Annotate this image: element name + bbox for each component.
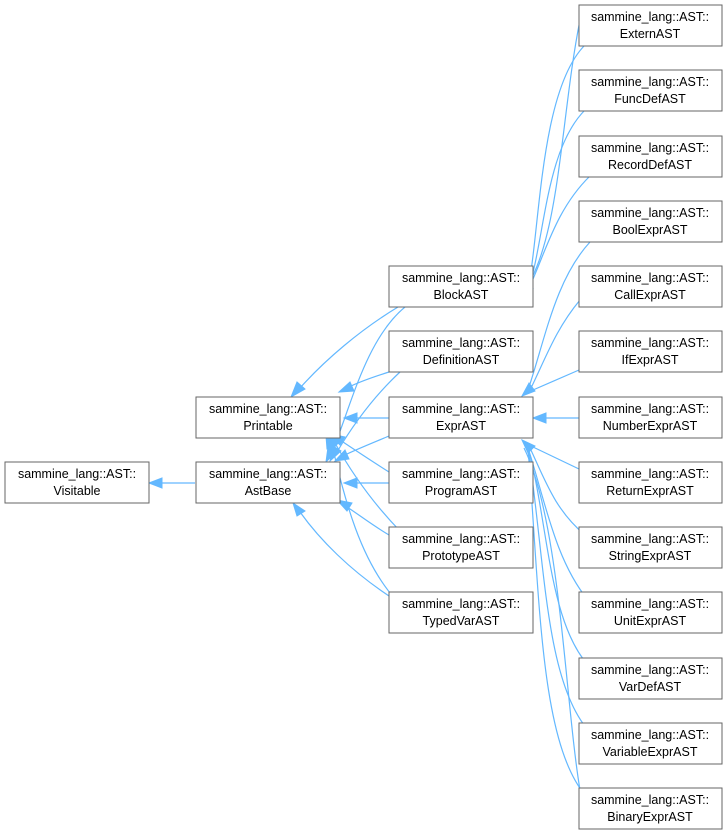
node-class-label: TypedVarAST xyxy=(423,614,500,628)
edge-fan-lower xyxy=(523,447,581,791)
node-namespace-label: sammine_lang::AST:: xyxy=(591,75,709,89)
edge-variableexprast-exprast xyxy=(527,447,589,731)
node-definitionast[interactable]: sammine_lang::AST:: DefinitionAST xyxy=(388,330,534,373)
node-class-label: VariableExprAST xyxy=(603,745,698,759)
edge-exprast-astbase xyxy=(344,435,390,456)
edge-ifexprast-exprast xyxy=(532,369,580,391)
node-class-label: CallExprAST xyxy=(614,288,686,302)
node-callexprast[interactable]: sammine_lang::AST:: CallExprAST xyxy=(578,265,723,308)
node-class-label: BoolExprAST xyxy=(612,223,687,237)
edge-binaryexprast-exprast xyxy=(527,447,586,796)
node-exprast[interactable]: sammine_lang::AST:: ExprAST xyxy=(388,396,534,439)
node-namespace-label: sammine_lang::AST:: xyxy=(591,141,709,155)
node-class-label: DefinitionAST xyxy=(423,353,500,367)
node-class-label: UnitExprAST xyxy=(614,614,687,628)
arrowhead xyxy=(520,438,536,454)
node-namespace-label: sammine_lang::AST:: xyxy=(402,402,520,416)
node-class-label: RecordDefAST xyxy=(608,158,692,172)
node-namespace-label: sammine_lang::AST:: xyxy=(591,728,709,742)
edge-typedvarast-printable xyxy=(331,444,397,601)
node-prototypeast[interactable]: sammine_lang::AST:: PrototypeAST xyxy=(388,526,534,569)
arrowhead xyxy=(520,382,536,397)
node-variableexprast[interactable]: sammine_lang::AST:: VariableExprAST xyxy=(578,722,723,765)
node-namespace-label: sammine_lang::AST:: xyxy=(591,336,709,350)
node-namespace-label: sammine_lang::AST:: xyxy=(591,10,709,24)
edge-blockast-printable xyxy=(299,306,399,389)
arrowhead xyxy=(335,499,353,512)
edge-fan-upper xyxy=(519,19,581,297)
arrowhead xyxy=(337,381,355,393)
edge-boolexprast-exprast xyxy=(527,241,591,391)
arrowhead xyxy=(531,412,547,424)
node-class-label: BinaryExprAST xyxy=(607,810,693,824)
node-class-label: ExternAST xyxy=(620,27,681,41)
node-class-label: BlockAST xyxy=(434,288,489,302)
edge-funcdefast-definitionast xyxy=(527,109,586,291)
node-binaryexprast[interactable]: sammine_lang::AST:: BinaryExprAST xyxy=(578,787,723,830)
node-namespace-label: sammine_lang::AST:: xyxy=(402,597,520,611)
arrowhead xyxy=(147,477,163,489)
edge-typedvarast-astbase xyxy=(299,511,390,597)
edge-externast-definitionast xyxy=(527,44,586,291)
node-namespace-label: sammine_lang::AST:: xyxy=(402,467,520,481)
node-unitexprast[interactable]: sammine_lang::AST:: UnitExprAST xyxy=(578,591,723,634)
arrowhead xyxy=(333,449,350,462)
node-namespace-label: sammine_lang::AST:: xyxy=(591,532,709,546)
node-namespace-label: sammine_lang::AST:: xyxy=(591,663,709,677)
edge-returnexprast-exprast xyxy=(532,446,580,470)
node-namespace-label: sammine_lang::AST:: xyxy=(402,532,520,546)
node-numberexprast[interactable]: sammine_lang::AST:: NumberExprAST xyxy=(578,396,723,439)
node-namespace-label: sammine_lang::AST:: xyxy=(402,271,520,285)
node-class-label: Visitable xyxy=(53,484,100,498)
node-stringexprast[interactable]: sammine_lang::AST:: StringExprAST xyxy=(578,526,723,569)
node-class-label: IfExprAST xyxy=(622,353,679,367)
arrowhead xyxy=(290,381,306,399)
node-printable[interactable]: sammine_lang::AST:: Printable xyxy=(195,396,341,439)
node-namespace-label: sammine_lang::AST:: xyxy=(591,271,709,285)
arrowhead xyxy=(292,501,306,517)
arrowhead xyxy=(329,445,342,463)
node-namespace-label: sammine_lang::AST:: xyxy=(591,597,709,611)
node-namespace-label: sammine_lang::AST:: xyxy=(209,402,327,416)
node-vardefast[interactable]: sammine_lang::AST:: VarDefAST xyxy=(578,657,723,700)
node-namespace-label: sammine_lang::AST:: xyxy=(591,793,709,807)
edge-stringexprast-exprast xyxy=(529,447,586,536)
node-namespace-label: sammine_lang::AST:: xyxy=(591,467,709,481)
node-returnexprast[interactable]: sammine_lang::AST:: ReturnExprAST xyxy=(578,461,723,504)
node-class-label: ReturnExprAST xyxy=(606,484,694,498)
node-funcdefast[interactable]: sammine_lang::AST:: FuncDefAST xyxy=(578,69,723,112)
edge-unitexprast-exprast xyxy=(527,447,589,601)
class-nodes: sammine_lang::AST:: Visitable sammine_la… xyxy=(4,4,723,830)
node-typedvarast[interactable]: sammine_lang::AST:: TypedVarAST xyxy=(388,591,534,634)
node-astbase[interactable]: sammine_lang::AST:: AstBase xyxy=(195,461,341,504)
node-namespace-label: sammine_lang::AST:: xyxy=(591,402,709,416)
node-externast[interactable]: sammine_lang::AST:: ExternAST xyxy=(578,4,723,47)
edge-definitionast-printable xyxy=(348,371,390,388)
edge-callexprast-exprast xyxy=(529,299,581,391)
node-class-label: ProgramAST xyxy=(425,484,498,498)
node-namespace-label: sammine_lang::AST:: xyxy=(209,467,327,481)
node-namespace-label: sammine_lang::AST:: xyxy=(402,336,520,350)
node-blockast[interactable]: sammine_lang::AST:: BlockAST xyxy=(388,265,534,308)
node-programast[interactable]: sammine_lang::AST:: ProgramAST xyxy=(388,461,534,504)
node-recorddefast[interactable]: sammine_lang::AST:: RecordDefAST xyxy=(578,135,723,178)
node-class-label: PrototypeAST xyxy=(422,549,500,563)
node-boolexprast[interactable]: sammine_lang::AST:: BoolExprAST xyxy=(578,200,723,243)
node-class-label: FuncDefAST xyxy=(614,92,686,106)
node-class-label: StringExprAST xyxy=(609,549,692,563)
node-namespace-label: sammine_lang::AST:: xyxy=(18,467,136,481)
arrowhead xyxy=(342,412,358,424)
node-class-label: AstBase xyxy=(245,484,292,498)
node-class-label: VarDefAST xyxy=(619,680,682,694)
node-class-label: NumberExprAST xyxy=(603,419,698,433)
node-ifexprast[interactable]: sammine_lang::AST:: IfExprAST xyxy=(578,330,723,373)
edge-prototypeast-astbase xyxy=(346,506,390,536)
edge-definitionast-astbase xyxy=(336,371,401,453)
node-class-label: ExprAST xyxy=(436,419,486,433)
node-class-label: Printable xyxy=(243,419,292,433)
arrowhead xyxy=(342,477,358,489)
node-visitable[interactable]: sammine_lang::AST:: Visitable xyxy=(4,461,150,504)
node-namespace-label: sammine_lang::AST:: xyxy=(591,206,709,220)
